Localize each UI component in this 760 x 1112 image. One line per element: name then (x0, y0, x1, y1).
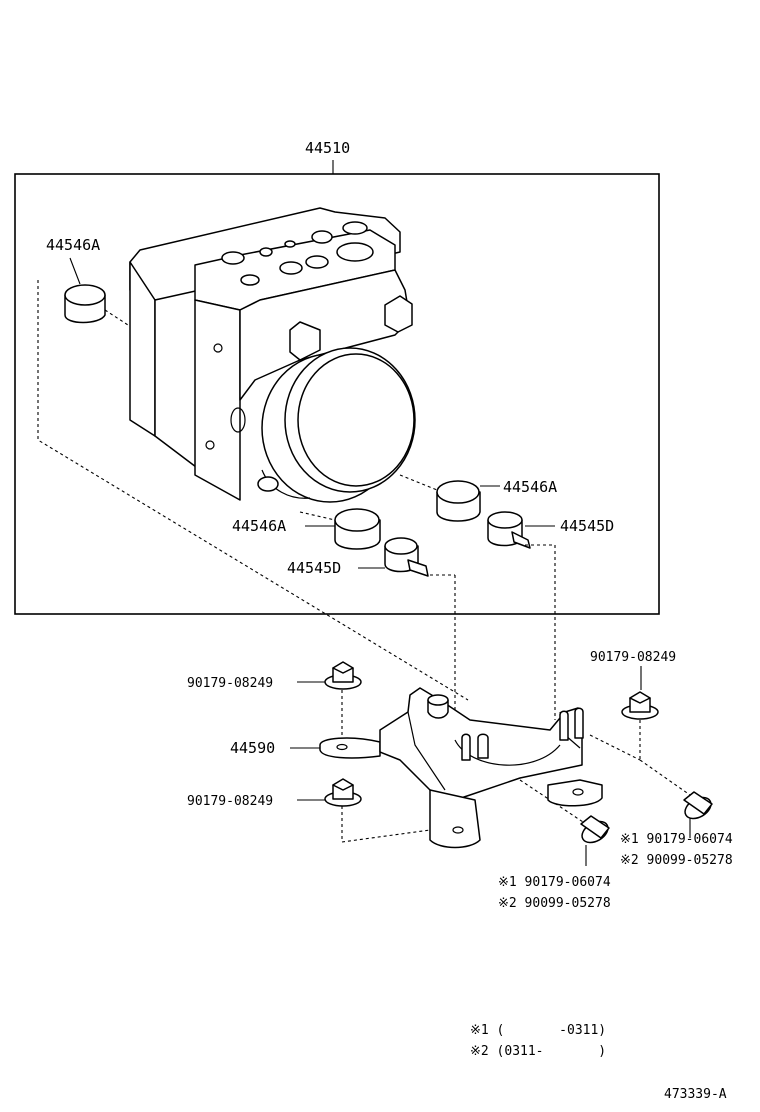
bolt-lower-right[interactable] (681, 791, 714, 823)
label-44546a-right[interactable]: 44546A (503, 478, 557, 496)
bolt-top-left[interactable] (324, 661, 362, 690)
label-bolt-lower-right-2[interactable]: ※2 90099-05278 (620, 853, 733, 868)
pin-right[interactable] (487, 511, 531, 549)
label-bolt-lower-mid-2[interactable]: ※2 90099-05278 (498, 896, 611, 911)
cushion-left-dash (104, 309, 129, 326)
cushion-lower-dash (299, 511, 336, 521)
label-bolt-lower-mid-1[interactable]: ※1 90179-06074 (498, 875, 611, 890)
pin-lower[interactable] (384, 537, 429, 577)
label-44545d-right[interactable]: 44545D (560, 517, 614, 535)
assembly-frame (14, 173, 660, 615)
abs-actuator[interactable] (129, 207, 416, 503)
label-bolt-top-right[interactable]: 90179-08249 (590, 650, 676, 665)
label-44590[interactable]: 44590 (230, 739, 275, 757)
label-44545d-lower[interactable]: 44545D (287, 559, 341, 577)
cushion-right[interactable] (436, 480, 481, 522)
label-44546a-left[interactable]: 44546A (46, 236, 100, 254)
cushion-left[interactable] (64, 284, 106, 324)
label-44510[interactable]: 44510 (305, 139, 350, 157)
bolt-lower-mid[interactable] (578, 815, 611, 847)
bolt-bottom-left[interactable] (324, 778, 362, 807)
note-1: ※1 ( -0311) (470, 1023, 606, 1038)
note-2: ※2 (0311- ) (470, 1044, 606, 1059)
label-bolt-bottom-left[interactable]: 90179-08249 (187, 794, 273, 809)
bolt-top-right[interactable] (621, 691, 659, 720)
label-44546a-lower[interactable]: 44546A (232, 517, 286, 535)
alignment-lines (37, 280, 691, 843)
label-bolt-top-left[interactable]: 90179-08249 (187, 676, 273, 691)
figure-id: 473339-A (664, 1087, 727, 1102)
label-bolt-lower-right-1[interactable]: ※1 90179-06074 (620, 832, 733, 847)
cushion-lower[interactable] (334, 508, 381, 550)
cushion-right-dash (399, 474, 438, 491)
cushion-left-leader (69, 257, 81, 285)
bracket[interactable] (319, 687, 603, 849)
